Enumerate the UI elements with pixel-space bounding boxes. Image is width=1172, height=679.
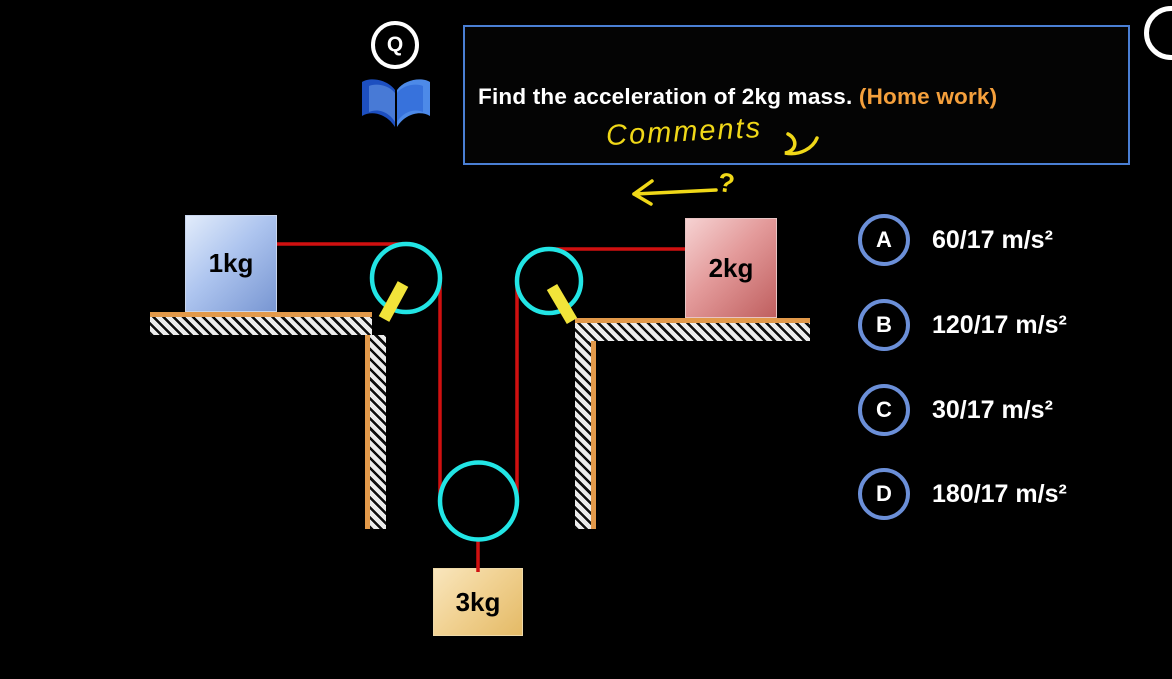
option-d[interactable]: D 180/17 m/s²: [858, 468, 1067, 520]
option-a[interactable]: A 60/17 m/s²: [858, 214, 1053, 266]
question-badge-letter: Q: [386, 33, 404, 56]
option-b[interactable]: B 120/17 m/s²: [858, 299, 1067, 351]
block-1kg-label: 1kg: [208, 248, 254, 278]
block-3kg: 3kg: [433, 568, 523, 636]
question-text: Find the acceleration of 2kg mass. (Home…: [478, 84, 997, 110]
block-2kg: 2kg: [685, 218, 777, 318]
option-b-circle[interactable]: B: [858, 299, 910, 351]
option-c-letter: C: [876, 397, 892, 422]
option-c-circle[interactable]: C: [858, 384, 910, 436]
option-d-circle[interactable]: D: [858, 468, 910, 520]
rope-right: [515, 247, 685, 501]
question-badge: Q: [371, 21, 419, 69]
book-logo-svg: [362, 79, 430, 127]
option-c-value: 30/17 m/s²: [932, 395, 1053, 424]
pulley-right: [514, 246, 584, 316]
option-b-value: 120/17 m/s²: [932, 310, 1067, 339]
corner-circle-decoration: [1144, 6, 1172, 60]
pin-left-icon: [378, 281, 409, 322]
pin-right-icon: [546, 283, 578, 325]
table-right-platform: [575, 318, 810, 341]
question-text-main: Find the acceleration of 2kg mass.: [478, 84, 853, 109]
wall-left: [365, 335, 386, 529]
option-a-value: 60/17 m/s²: [932, 225, 1053, 254]
option-a-circle[interactable]: A: [858, 214, 910, 266]
book-logo-icon: [355, 76, 435, 143]
left-arrow-icon: [612, 170, 732, 215]
option-a-letter: A: [876, 227, 892, 252]
block-2kg-label: 2kg: [708, 252, 754, 283]
block-1kg: 1kg: [185, 215, 277, 312]
question-box: [463, 25, 1130, 165]
option-c[interactable]: C 30/17 m/s²: [858, 384, 1053, 436]
homework-label: (Home work): [858, 84, 998, 109]
table-left-platform: [150, 312, 372, 335]
question-mark-annotation: ?: [716, 167, 737, 200]
block-3kg-label: 3kg: [455, 586, 501, 617]
pulley-bottom: [437, 460, 520, 542]
option-d-value: 180/17 m/s²: [932, 479, 1067, 508]
option-d-letter: D: [876, 481, 892, 506]
wall-right: [575, 341, 596, 529]
option-b-letter: B: [876, 312, 892, 337]
pulley-left: [369, 241, 443, 315]
handwritten-tail-icon: [782, 128, 842, 167]
rope-left: [277, 242, 442, 501]
